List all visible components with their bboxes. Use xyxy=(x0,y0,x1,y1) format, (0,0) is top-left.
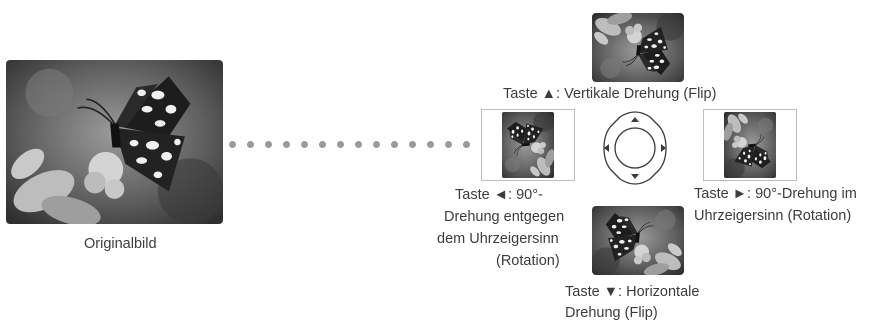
up-button-caption: Taste ▲: Vertikale Drehung (Flip) xyxy=(503,86,717,102)
right-button-caption-1: Taste ►: 90°-Drehung im xyxy=(694,186,857,202)
flip-vertical-image xyxy=(592,13,684,82)
left-button-caption-1: Taste ◄: 90°- xyxy=(455,187,543,203)
original-caption: Originalbild xyxy=(84,236,157,252)
rotate-cw-image xyxy=(724,112,776,178)
dotted-connector xyxy=(229,141,479,151)
flip-horizontal-image xyxy=(592,206,684,275)
down-button-caption-1: Taste ▼: Horizontale xyxy=(565,284,700,300)
rotate-cw-frame xyxy=(703,109,797,181)
down-button-caption-2: Drehung (Flip) xyxy=(565,305,658,321)
left-button-caption-3: dem Uhrzeigersinn xyxy=(437,231,559,247)
right-button-caption-2: Uhrzeigersinn (Rotation) xyxy=(694,208,852,224)
rotate-ccw-frame xyxy=(481,109,575,181)
rotate-ccw-image xyxy=(502,112,554,178)
original-image xyxy=(6,60,223,224)
left-button-caption-4: (Rotation) xyxy=(496,253,560,269)
direction-pad-icon xyxy=(603,111,667,185)
left-button-caption-2: Drehung entgegen xyxy=(444,209,565,225)
